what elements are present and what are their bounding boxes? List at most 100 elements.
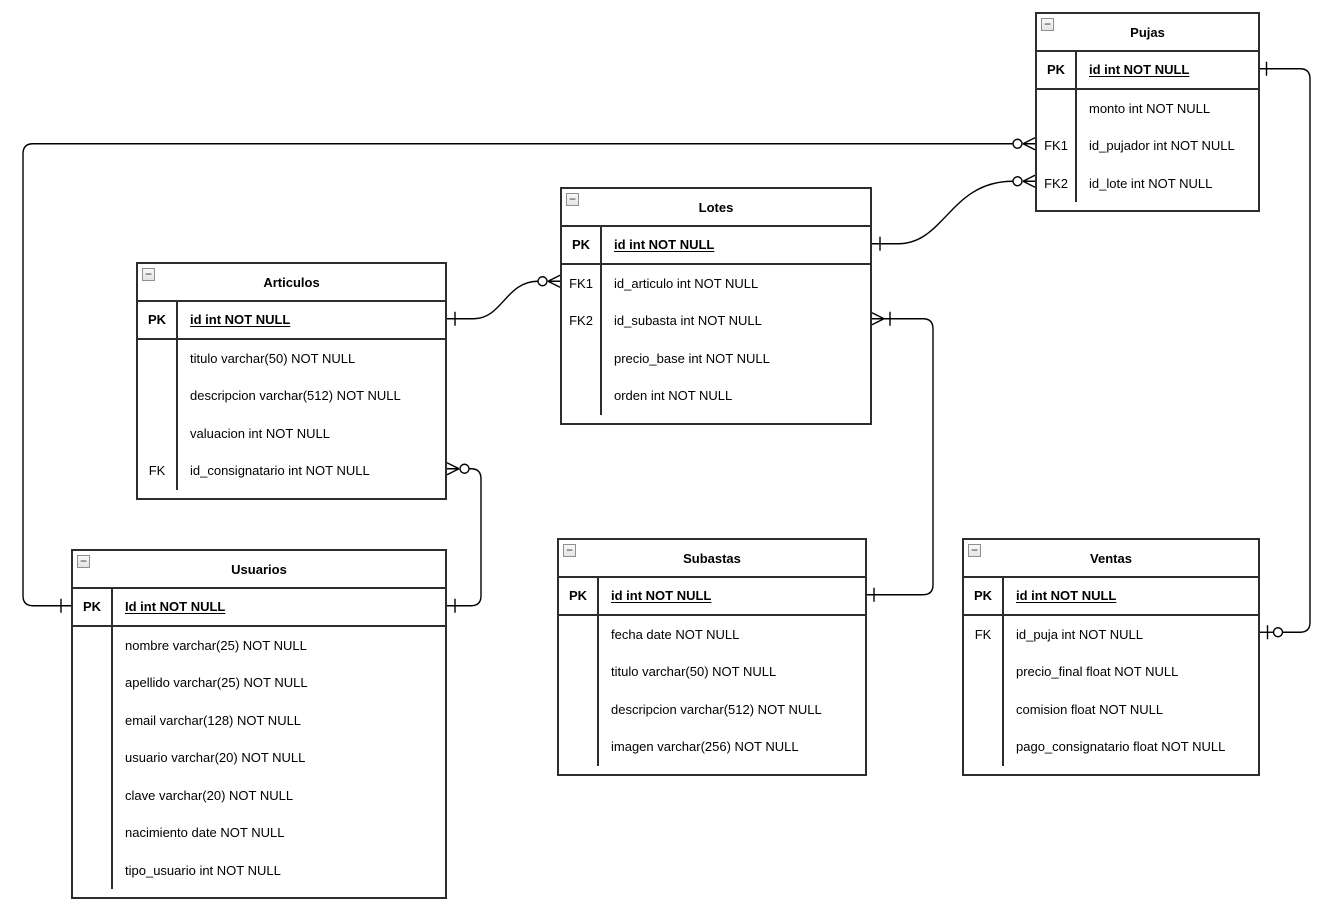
field-row-subastas-4[interactable]: imagen varchar(256) NOT NULL <box>559 728 865 766</box>
key-cell: PK <box>138 302 178 338</box>
key-cell <box>73 626 113 664</box>
field-row-subastas-2[interactable]: titulo varchar(50) NOT NULL <box>559 653 865 691</box>
key-cell <box>559 728 599 766</box>
relationship-subastas-lotes[interactable] <box>867 311 934 602</box>
field-row-lotes-2[interactable]: FK2 id_subasta int NOT NULL <box>562 302 870 340</box>
field-text: id int NOT NULL <box>1016 588 1117 604</box>
collapse-icon[interactable]: − <box>77 555 90 568</box>
field-row-ventas-4[interactable]: pago_consignatario float NOT NULL <box>964 728 1258 766</box>
relationship-pujas-ventas[interactable] <box>1260 61 1311 640</box>
relationship-articulos-lotes[interactable] <box>447 274 561 326</box>
entity-title-bar: −Ventas <box>964 540 1258 578</box>
field-row-usuarios-6[interactable]: nacimiento date NOT NULL <box>73 814 445 852</box>
field-row-lotes-3[interactable]: precio_base int NOT NULL <box>562 339 870 377</box>
field-row-articulos-4[interactable]: FK id_consignatario int NOT NULL <box>138 452 445 490</box>
field-row-lotes-1[interactable]: FK1 id_articulo int NOT NULL <box>562 264 870 302</box>
field-row-lotes-4[interactable]: orden int NOT NULL <box>562 377 870 415</box>
key-cell: PK <box>964 578 1004 614</box>
field-text: orden int NOT NULL <box>614 388 733 404</box>
field-text: valuacion int NOT NULL <box>190 425 330 441</box>
field-row-usuarios-3[interactable]: email varchar(128) NOT NULL <box>73 701 445 739</box>
field-text: id int NOT NULL <box>611 588 712 604</box>
field-row-articulos-1[interactable]: titulo varchar(50) NOT NULL <box>138 339 445 377</box>
field-text: nacimiento date NOT NULL <box>125 825 285 841</box>
field-text: fecha date NOT NULL <box>611 626 740 642</box>
field-row-pujas-3[interactable]: FK2 id_lote int NOT NULL <box>1037 164 1258 202</box>
field-text: id_subasta int NOT NULL <box>614 313 762 329</box>
field-text: id int NOT NULL <box>1089 62 1190 78</box>
key-cell: PK <box>562 227 602 263</box>
field-text: Id int NOT NULL <box>125 599 226 615</box>
key-cell: FK2 <box>562 302 602 340</box>
field-row-usuarios-7[interactable]: tipo_usuario int NOT NULL <box>73 851 445 889</box>
field-row-pujas-1[interactable]: monto int NOT NULL <box>1037 89 1258 127</box>
field-row-usuarios-1[interactable]: nombre varchar(25) NOT NULL <box>73 626 445 664</box>
collapse-icon[interactable]: − <box>563 544 576 557</box>
key-cell <box>562 377 602 415</box>
field-row-subastas-1[interactable]: fecha date NOT NULL <box>559 615 865 653</box>
field-row-usuarios-2[interactable]: apellido varchar(25) NOT NULL <box>73 664 445 702</box>
key-cell <box>73 776 113 814</box>
entity-title-bar: − Usuarios <box>73 551 445 589</box>
field-row-ventas-3[interactable]: comision float NOT NULL <box>964 690 1258 728</box>
field-text: id_articulo int NOT NULL <box>614 275 759 291</box>
field-row-articulos-0[interactable]: PK id int NOT NULL <box>138 302 445 340</box>
relationship-usuarios-articulos[interactable] <box>446 462 482 613</box>
key-cell <box>964 690 1004 728</box>
key-cell <box>73 701 113 739</box>
field-text: descripcion varchar(512) NOT NULL <box>611 701 822 717</box>
key-cell <box>138 377 178 415</box>
key-cell: FK1 <box>562 264 602 302</box>
field-text: id_puja int NOT NULL <box>1016 626 1143 642</box>
key-cell <box>559 653 599 691</box>
field-text: apellido varchar(25) NOT NULL <box>125 675 308 691</box>
relationship-lotes-pujas[interactable] <box>872 174 1036 251</box>
field-row-ventas-2[interactable]: precio_final float NOT NULL <box>964 653 1258 691</box>
field-text: titulo varchar(50) NOT NULL <box>190 350 356 366</box>
field-text: id_lote int NOT NULL <box>1089 175 1213 191</box>
entity-bottom-pad <box>964 766 1258 774</box>
field-text: id int NOT NULL <box>190 312 291 328</box>
field-row-usuarios-4[interactable]: usuario varchar(20) NOT NULL <box>73 739 445 777</box>
key-cell <box>964 728 1004 766</box>
field-row-articulos-2[interactable]: descripcion varchar(512) NOT NULL <box>138 377 445 415</box>
field-row-usuarios-5[interactable]: clave varchar(20) NOT NULL <box>73 776 445 814</box>
collapse-icon[interactable]: − <box>566 193 579 206</box>
entity-title-bar: −Subastas <box>559 540 865 578</box>
field-text: tipo_usuario int NOT NULL <box>125 862 281 878</box>
collapse-icon[interactable]: − <box>1041 18 1054 31</box>
field-text: nombre varchar(25) NOT NULL <box>125 637 307 653</box>
field-row-ventas-0[interactable]: PK id int NOT NULL <box>964 578 1258 616</box>
entity-title: Usuarios <box>231 561 287 577</box>
key-cell <box>73 739 113 777</box>
entity-title-bar: −Lotes <box>562 189 870 227</box>
field-row-articulos-3[interactable]: valuacion int NOT NULL <box>138 414 445 452</box>
collapse-icon[interactable]: − <box>968 544 981 557</box>
field-text: pago_consignatario float NOT NULL <box>1016 739 1226 755</box>
key-cell <box>73 664 113 702</box>
key-cell: FK2 <box>1037 164 1077 202</box>
key-cell: FK <box>138 452 178 490</box>
collapse-icon[interactable]: − <box>142 268 155 281</box>
relationship-usuarios-pujas[interactable] <box>22 137 1036 613</box>
key-cell <box>559 690 599 728</box>
key-cell <box>73 851 113 889</box>
field-text: id_consignatario int NOT NULL <box>190 463 370 479</box>
field-row-subastas-3[interactable]: descripcion varchar(512) NOT NULL <box>559 690 865 728</box>
field-text: precio_base int NOT NULL <box>614 350 770 366</box>
entity-title-bar: −Pujas <box>1037 14 1258 52</box>
